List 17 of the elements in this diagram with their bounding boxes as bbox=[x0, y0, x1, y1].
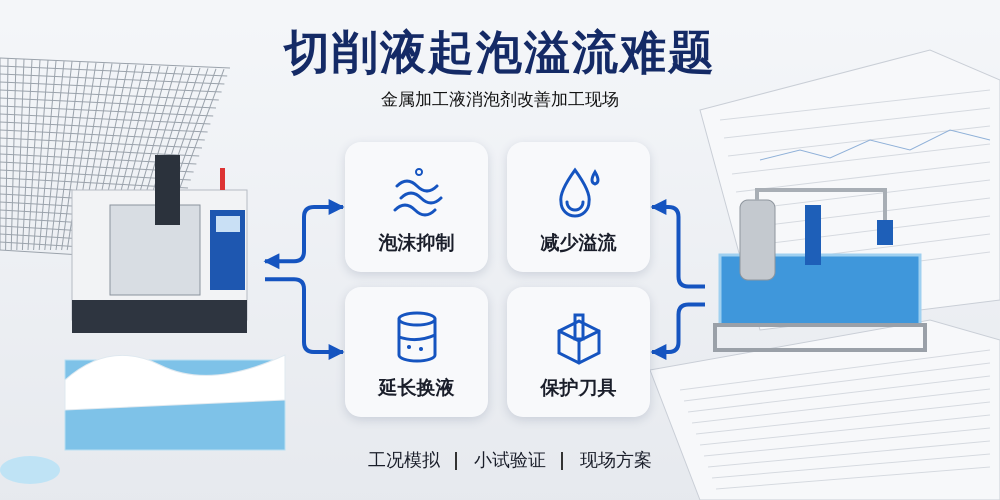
arrow bbox=[265, 277, 345, 360]
feature-card bbox=[345, 287, 488, 417]
card-label: 泡沫抑制 bbox=[377, 231, 456, 256]
arrow bbox=[650, 199, 705, 288]
tagline-item: 小试验证 bbox=[474, 449, 546, 472]
feature-card bbox=[507, 287, 650, 417]
subtitle: 金属加工液消泡剂改善加工现场 bbox=[380, 89, 620, 111]
card-label: 保护刀具 bbox=[539, 376, 618, 401]
tagline-item: 现场方案 bbox=[580, 449, 652, 472]
card-label: 延长换液 bbox=[376, 376, 456, 401]
feature-card bbox=[507, 142, 650, 272]
arrow bbox=[650, 302, 705, 360]
feature-card bbox=[345, 142, 488, 272]
arrow bbox=[263, 199, 345, 270]
card-label: 减少溢流 bbox=[540, 231, 618, 256]
title: 切削液起泡溢流难题 bbox=[282, 24, 717, 81]
tagline-item: 工况模拟 bbox=[368, 449, 440, 472]
